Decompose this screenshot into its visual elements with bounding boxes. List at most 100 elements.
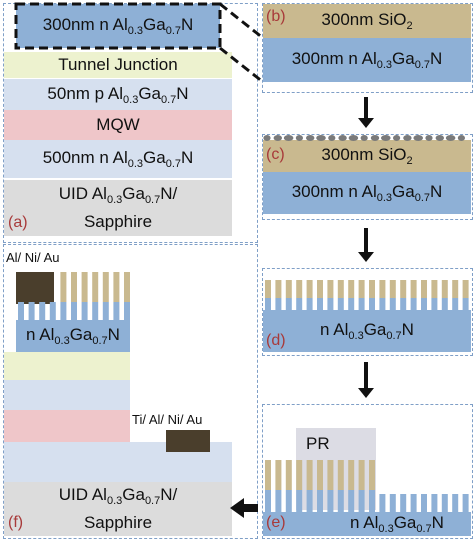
pillar-n-algan [410,494,417,512]
process-arrow-head [358,252,374,262]
panel-a-tunnel-junction-text: Tunnel Junction [58,55,178,74]
pillar-n-algan [18,302,24,320]
pillar-sio2-cap [102,272,109,302]
pillar-sio2-cap [296,460,303,490]
pillar-sio2-cap [421,280,427,298]
panel-e-label: (e) [266,514,286,531]
pillar-n-algan [265,490,271,512]
panel-a-mqw-text: MQW [96,115,140,134]
nanoparticle-dot [338,135,347,141]
panel-f-border [3,244,258,539]
nanoparticle-dot [370,135,380,141]
panel-c-label: (c) [266,146,285,163]
panel-f-n-algan-layer: n Al0.3Ga0.7N [16,320,130,352]
pillar-n-algan [265,298,271,311]
pillar-n-algan [431,298,438,311]
pillar-sio2-cap [431,280,438,298]
pillar-sio2-cap [327,280,334,298]
pillar-sio2-cap [317,460,323,490]
nanoparticle-dot [328,135,336,141]
pillar-n-algan [441,298,448,311]
pillar-sio2-cap [327,460,334,490]
pillar-sio2-cap [285,280,292,298]
panel-a-n-algan-300-layer: 300nm n Al0.3Ga0.7N [16,4,220,48]
nanoparticle-dot [360,135,368,141]
pillar-sio2-cap [337,280,344,298]
pillar-n-algan [60,302,67,320]
pillar-n-algan [441,494,448,512]
panel-a-label: (a) [8,214,28,231]
etched-post [132,452,138,466]
nanoparticle-dot [457,135,465,141]
pillar-sio2-cap [113,272,120,302]
nanoparticle-dot [445,135,456,141]
pillar-n-algan [462,298,469,311]
pillar-n-algan [348,490,355,512]
pillar-n-algan [369,298,375,311]
pillar-n-algan [462,494,469,512]
pillar-sio2-cap [462,280,469,298]
process-arrow-left [230,498,258,518]
etched-post [215,452,222,466]
panel-d-n-algan-layer: n Al0.3Ga0.7N [263,310,471,352]
pillar-sio2-cap [348,280,355,298]
etched-post [184,452,190,466]
pillar-sio2-cap [379,280,386,298]
process-arrow-head [358,118,374,128]
panel-f-p-algan-layer [4,380,130,410]
panel-f-n-algan-text: n Al0.3Ga0.7N [26,325,120,347]
pillar-sio2-cap [296,280,303,298]
pillar-n-algan [400,494,407,512]
panel-e-n-algan-layer: n Al0.3Ga0.7N [263,512,471,536]
pillar-n-algan [102,302,109,320]
panel-b-label: (b) [266,8,286,25]
panel-f-contact-side-text: Ti/ Al/ Ni/ Au [132,412,203,427]
zoom-callout-line-bottom [219,46,264,84]
panel-e-n-algan-text: n Al0.3Ga0.7N [350,513,444,535]
panel-a-uid-algan-text: UID Al0.3Ga0.7N/ [58,184,178,206]
panel-c-n-algan-text: 300nm n Al0.3Ga0.7N [291,182,443,204]
zoom-callout-box [14,2,222,50]
panel-b-n-algan-layer: 300nm n Al0.3Ga0.7N [263,38,471,82]
pillar-n-algan [369,490,375,512]
pillar-n-algan [275,490,282,512]
pillar-n-algan [389,494,396,512]
pillar-n-algan [306,490,313,512]
panel-f-uid-algan-text: UID Al0.3Ga0.7N/ [58,485,178,507]
pillar-n-algan [400,298,407,311]
panel-f-side-contact [166,430,210,452]
pillar-n-algan [285,490,292,512]
pillar-n-algan [296,298,303,311]
etched-post [194,452,201,466]
pillar-sio2-cap [285,460,292,490]
nanoparticle-dot [283,135,294,141]
panel-a-sapphire-text: Sapphire [83,212,153,231]
pillar-n-algan [431,494,438,512]
pillar-n-algan [92,302,99,320]
panel-e-border [262,404,473,539]
panel-f-contact-top-text: Al/ Ni/ Au [6,250,60,265]
pillar-sio2-cap [265,460,271,490]
panel-a-tunnel-junction-layer: Tunnel Junction [4,52,232,78]
etched-post [225,452,232,466]
panel-a-n-algan-500-text: 500nm n Al0.3Ga0.7N [42,148,194,170]
panel-c-sio2-text: 300nm SiO2 [321,145,413,167]
pillar-n-algan [358,490,365,512]
pillar-sio2-cap [317,280,323,298]
pillar-sio2-cap [60,272,67,302]
etched-post [152,452,159,466]
pillar-sio2-cap [389,280,396,298]
pillar-n-algan [348,298,355,311]
nanoparticle-dot [425,135,433,141]
pillar-n-algan [389,298,396,311]
pillar-n-algan [124,302,130,320]
panel-d-border [262,268,473,356]
pillar-n-algan [410,298,417,311]
pillar-sio2-cap [348,460,355,490]
pillar-sio2-cap [358,460,365,490]
panel-d-label: (d) [266,332,286,349]
panel-a-p-algan-layer: 50nm p Al0.3Ga0.7N [4,79,232,110]
pillar-n-algan [317,490,323,512]
pillar-n-algan [39,302,46,320]
